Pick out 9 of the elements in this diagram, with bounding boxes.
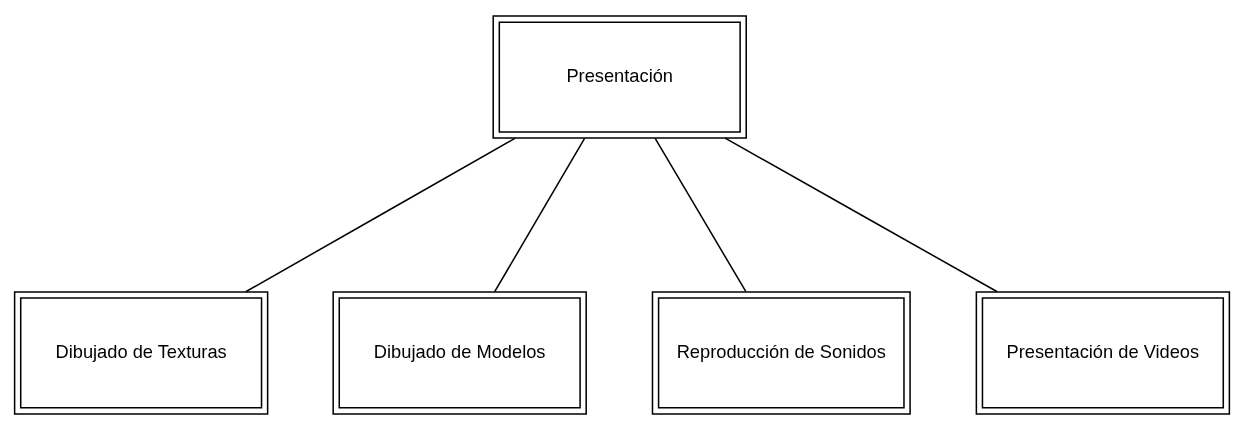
connector: [493, 137, 586, 292]
node-box: Reproducción de Sonidos: [651, 290, 911, 415]
node-box: Dibujado de Modelos: [332, 290, 587, 415]
connector: [724, 136, 998, 293]
node-box: Dibujado de Texturas: [13, 290, 269, 415]
node-box: Presentación: [492, 14, 747, 139]
connector: [245, 136, 517, 293]
node-box: Presentación de Videos: [975, 290, 1231, 415]
connector: [654, 137, 747, 292]
